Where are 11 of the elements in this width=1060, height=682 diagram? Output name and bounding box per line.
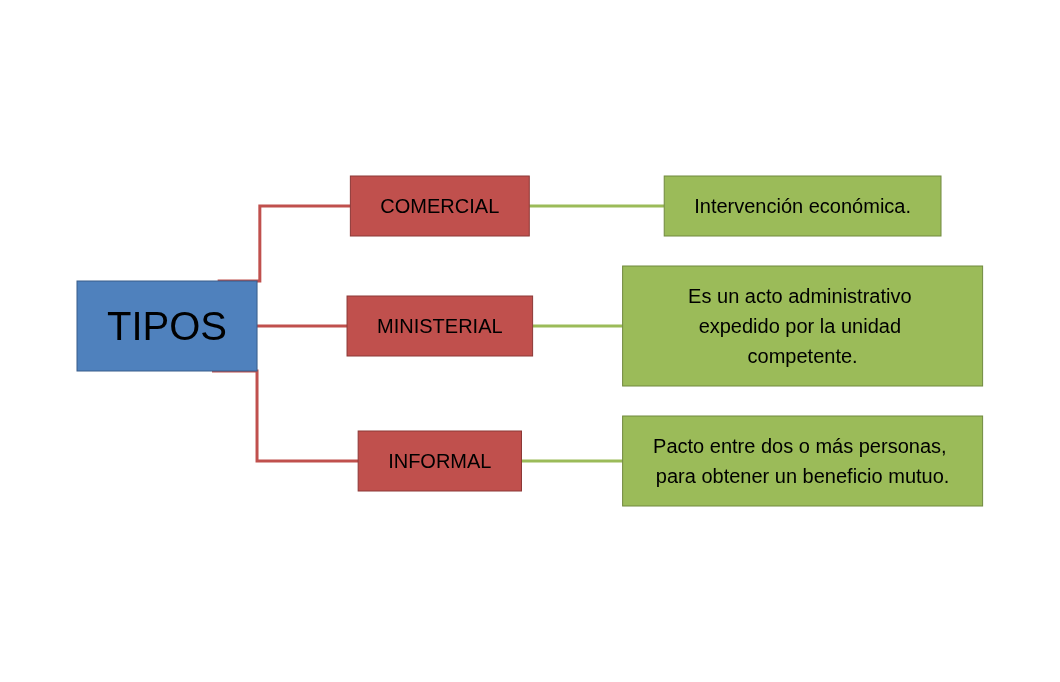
node-box: INFORMAL	[357, 430, 523, 492]
node-box: MINISTERIAL	[346, 295, 534, 357]
connector	[529, 204, 665, 208]
connector	[257, 324, 348, 328]
node-box: TIPOS	[76, 280, 258, 372]
connector	[532, 324, 623, 328]
connector	[521, 459, 623, 463]
node-box: Pacto entre dos o más personas, para obtener un beneficio mutuo.	[622, 415, 984, 507]
node-box: COMERCIAL	[350, 175, 530, 237]
node-box: Es un acto administrativo expedido por la unidad competente.	[622, 265, 984, 387]
node-box: Intervención económica.	[663, 175, 942, 237]
